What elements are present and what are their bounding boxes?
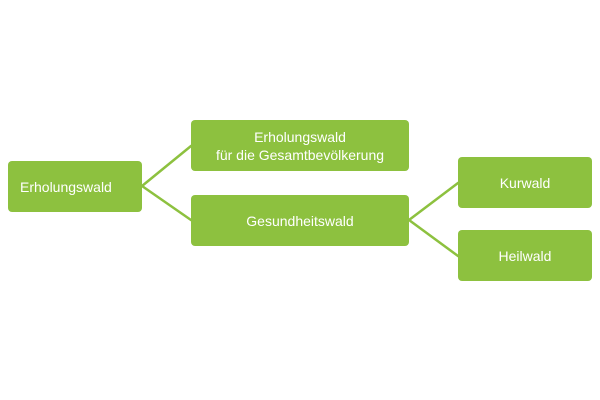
node-heilwald: Heilwald xyxy=(458,230,592,281)
connector-health-to-heil xyxy=(407,218,460,258)
connector-root-to-health xyxy=(140,184,193,222)
node-gesundheitswald: Gesundheitswald xyxy=(191,195,409,246)
node-label-line-2: für die Gesamtbevölkerung xyxy=(215,146,385,163)
connector-root-to-general xyxy=(140,144,193,188)
node-erholungswald-gesamtbevoelkerung-label: Erholungswald für die Gesamtbevölkerung xyxy=(216,128,384,164)
node-erholungswald: Erholungswald xyxy=(8,161,142,212)
node-erholungswald-label: Erholungswald xyxy=(20,178,112,195)
node-erholungswald-gesamtbevoelkerung: Erholungswald für die Gesamtbevölkerung xyxy=(191,120,409,171)
node-heilwald-label: Heilwald xyxy=(498,247,552,264)
node-label-line-1: Erholungswald xyxy=(254,128,346,145)
node-kurwald: Kurwald xyxy=(458,157,592,208)
connector-health-to-kur xyxy=(407,181,460,222)
node-kurwald-label: Kurwald xyxy=(499,174,551,191)
node-gesundheitswald-label: Gesundheitswald xyxy=(246,212,354,229)
